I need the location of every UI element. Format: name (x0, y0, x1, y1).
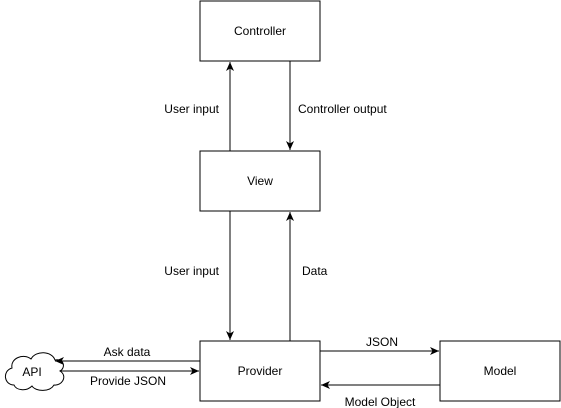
edge-label-view-to-controller: User input (164, 102, 219, 116)
edge-label-controller-to-view: Controller output (298, 102, 387, 116)
api-cloud: API (5, 352, 65, 391)
controller-box: Controller (199, 0, 321, 62)
view-box: View (199, 150, 321, 212)
api-label: API (22, 365, 41, 379)
edge-label-model-object: Model Object (345, 395, 416, 408)
edge-label-provider-input: User input (164, 264, 219, 278)
provider-box: Provider (199, 340, 321, 402)
model-box: Model (439, 340, 561, 402)
edge-label-data: Data (302, 264, 328, 278)
view-label: View (247, 174, 273, 188)
controller-label: Controller (234, 24, 286, 38)
edge-label-ask-data: Ask data (104, 345, 151, 359)
model-label: Model (484, 364, 517, 378)
edge-label-json: JSON (366, 335, 398, 349)
edge-label-provide-json: Provide JSON (90, 374, 166, 388)
provider-label: Provider (238, 364, 283, 378)
